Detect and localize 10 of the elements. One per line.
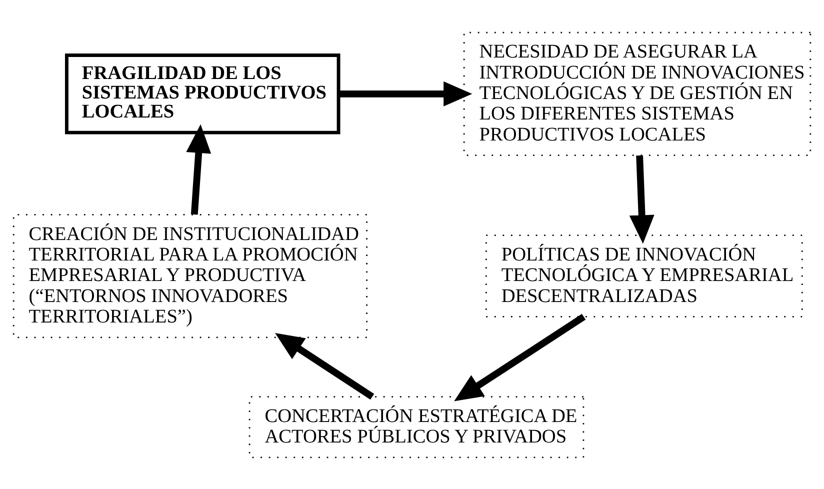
node-box: POLÍTICAS DE INNOVACIÓN TECNOLÓGICA Y EMPRESARIAL DESCENTRALIZADAS <box>485 234 803 317</box>
arrow <box>454 313 586 401</box>
node-box: CREACIÓN DE INSTITUCIONALIDAD TERRITORIAL PARA LA PROMOCIÓN EMPRESARIAL Y PRODUCTIVA (“ENTORNOS INNOVADORES TERRITORIALES”) <box>12 213 368 338</box>
node-box: NECESIDAD DE ASEGURAR LA INTRODUCCIÓN DE INNOVACIONES TECNOLÓGICAS Y DE GESTIÓN EN LOS DIFERENTES SISTEMAS PRODUCTIVOS LOCALES <box>463 31 812 156</box>
node-box: CONCERTACIÓN ESTRATÉGICA DE ACTORES PÚBLICOS Y PRIVADOS <box>248 396 584 458</box>
node-box: FRAGILIDAD DE LOS SISTEMAS PRODUCTIVOS LOCALES <box>65 53 340 134</box>
arrow <box>338 80 472 106</box>
arrow <box>275 332 374 400</box>
arrow <box>186 124 212 214</box>
arrow <box>629 154 654 244</box>
